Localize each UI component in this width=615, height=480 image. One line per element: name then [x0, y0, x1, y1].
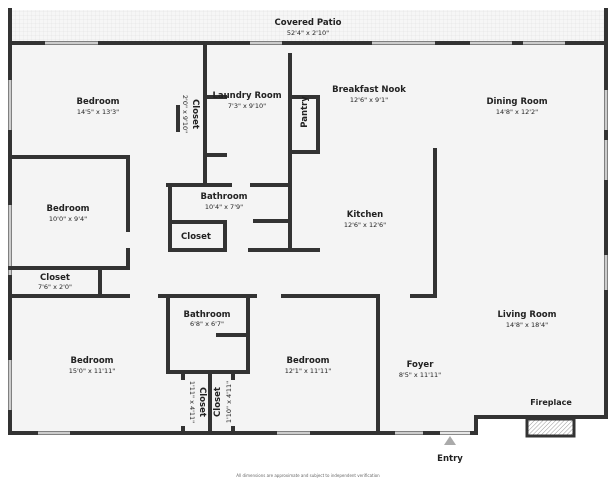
label-bedroom4: Bedroom	[286, 356, 329, 366]
dim-closet3: 7'6" x 2'0"	[38, 283, 72, 291]
label-entry: Entry	[437, 454, 463, 464]
dim-patio: 52'4" x 2'10"	[287, 29, 329, 37]
label-fireplace: Fireplace	[530, 398, 572, 407]
patio-area	[10, 10, 606, 43]
dim-bedroom1: 14'5" x 13'3"	[77, 108, 119, 116]
disclaimer: All dimensions are approximate and subje…	[236, 473, 380, 478]
dim-foyer: 8'5" x 11'11"	[399, 371, 441, 379]
dim-bedroom2: 10'0" x 9'4"	[49, 215, 87, 223]
dim-bath2: 6'8" x 6'7"	[190, 320, 224, 328]
label-dining: Dining Room	[486, 97, 547, 107]
dim-dining: 14'8" x 12'2"	[496, 108, 538, 116]
label-closet3: Closet	[40, 273, 70, 283]
floor	[10, 43, 606, 433]
label-bedroom2: Bedroom	[46, 204, 89, 214]
label-bath2: Bathroom	[183, 310, 230, 320]
label-bath1: Bathroom	[200, 192, 247, 202]
windows	[8, 41, 608, 435]
dim-closet1: 2'0" x 9'10"	[181, 95, 189, 133]
entry-arrow-icon	[444, 436, 456, 445]
dim-bedroom4: 12'1" x 11'11"	[285, 367, 331, 375]
dim-laundry: 7'3" x 9'10"	[228, 102, 266, 110]
label-bedroom1: Bedroom	[76, 97, 119, 107]
label-bedroom3: Bedroom	[70, 356, 113, 366]
label-closet5: Closet	[213, 387, 223, 417]
label-laundry: Laundry Room	[212, 91, 281, 101]
dim-bath1: 10'4" x 7'9"	[205, 203, 243, 211]
label-closet2: Closet	[181, 232, 211, 242]
dim-closet5: 1'10" x 4'11"	[225, 381, 233, 423]
label-closet4: Closet	[197, 387, 207, 417]
dim-closet4: 1'11" x 4'11"	[188, 381, 196, 423]
label-nook: Breakfast Nook	[332, 85, 406, 95]
dim-bedroom3: 15'0" x 11'11"	[69, 367, 115, 375]
label-pantry: Pantry	[300, 96, 310, 128]
dim-nook: 12'6" x 9'1"	[350, 96, 388, 104]
dim-living: 14'8" x 18'4"	[506, 321, 548, 329]
fireplace	[525, 417, 576, 438]
label-foyer: Foyer	[407, 360, 435, 370]
label-living: Living Room	[498, 310, 557, 320]
dim-kitchen: 12'6" x 12'6"	[344, 221, 386, 229]
label-patio: Covered Patio	[275, 18, 342, 28]
label-closet1: Closet	[190, 99, 200, 129]
label-kitchen: Kitchen	[347, 210, 383, 220]
interior-walls	[8, 41, 437, 435]
